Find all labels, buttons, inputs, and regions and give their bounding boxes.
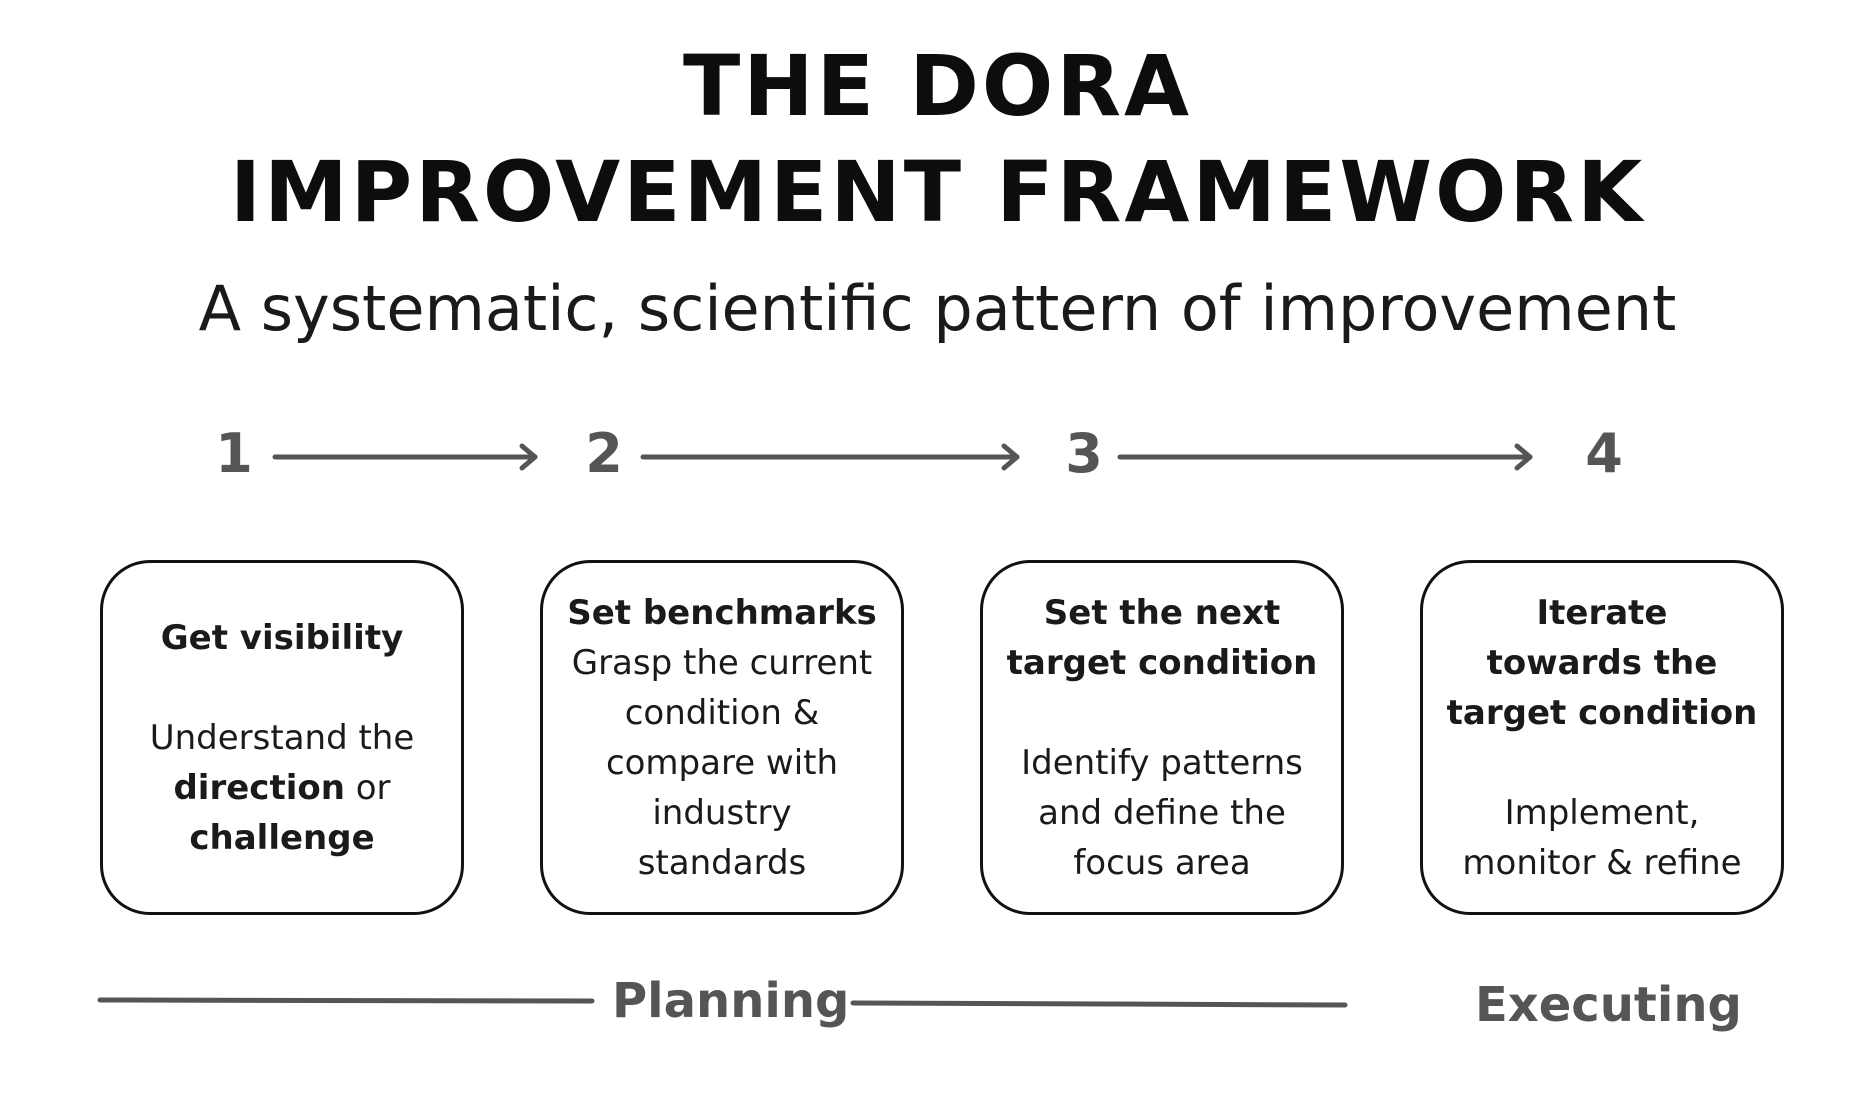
title-line-1: THE DORA <box>682 37 1193 135</box>
step-1-description: Understand the direction or challenge <box>149 717 415 858</box>
step-3-description: Identify patterns and define the focus a… <box>1021 742 1303 883</box>
step-4-title-line-2: towards the <box>1486 642 1718 683</box>
step-number-1: 1 <box>215 422 253 485</box>
planning-line-right <box>850 1000 1348 1008</box>
step-number-3: 3 <box>1065 422 1103 485</box>
arrow-1-to-2 <box>272 443 538 471</box>
phase-label-executing: Executing <box>1475 977 1742 1033</box>
step-card-3: Set the next target condition Identify p… <box>980 560 1344 915</box>
step-number-2: 2 <box>585 422 623 485</box>
arrow-2-head <box>1001 443 1020 471</box>
step-card-4: Iterate towards the target condition Imp… <box>1420 560 1784 915</box>
step-2-title: Set benchmarks <box>567 592 877 633</box>
arrow-3-to-4 <box>1117 443 1533 471</box>
step-1-title: Get visibility <box>160 617 404 658</box>
step-4-description: Implement, monitor & refine <box>1462 792 1742 883</box>
planning-line-left <box>97 997 595 1004</box>
arrow-1-head <box>519 443 538 471</box>
step-3-title-line-2: target condition <box>1006 642 1318 683</box>
step-number-4: 4 <box>1585 422 1623 485</box>
step-3-title-line-1: Set the next <box>1043 592 1281 633</box>
step-2-description: Grasp the current condition & compare wi… <box>571 642 873 883</box>
step-card-2: Set benchmarks Grasp the current conditi… <box>540 560 904 915</box>
subtitle: A systematic, scientific pattern of impr… <box>198 272 1677 345</box>
step-card-1: Get visibility Understand the direction … <box>100 560 464 915</box>
phase-label-planning: Planning <box>612 973 850 1029</box>
arrow-3-head <box>1514 443 1533 471</box>
step-4-title-line-3: target condition <box>1446 692 1758 733</box>
step-4-title-line-1: Iterate <box>1536 592 1668 633</box>
title-line-2: IMPROVEMENT FRAMEWORK <box>229 143 1646 241</box>
arrow-2-to-3 <box>640 443 1020 471</box>
